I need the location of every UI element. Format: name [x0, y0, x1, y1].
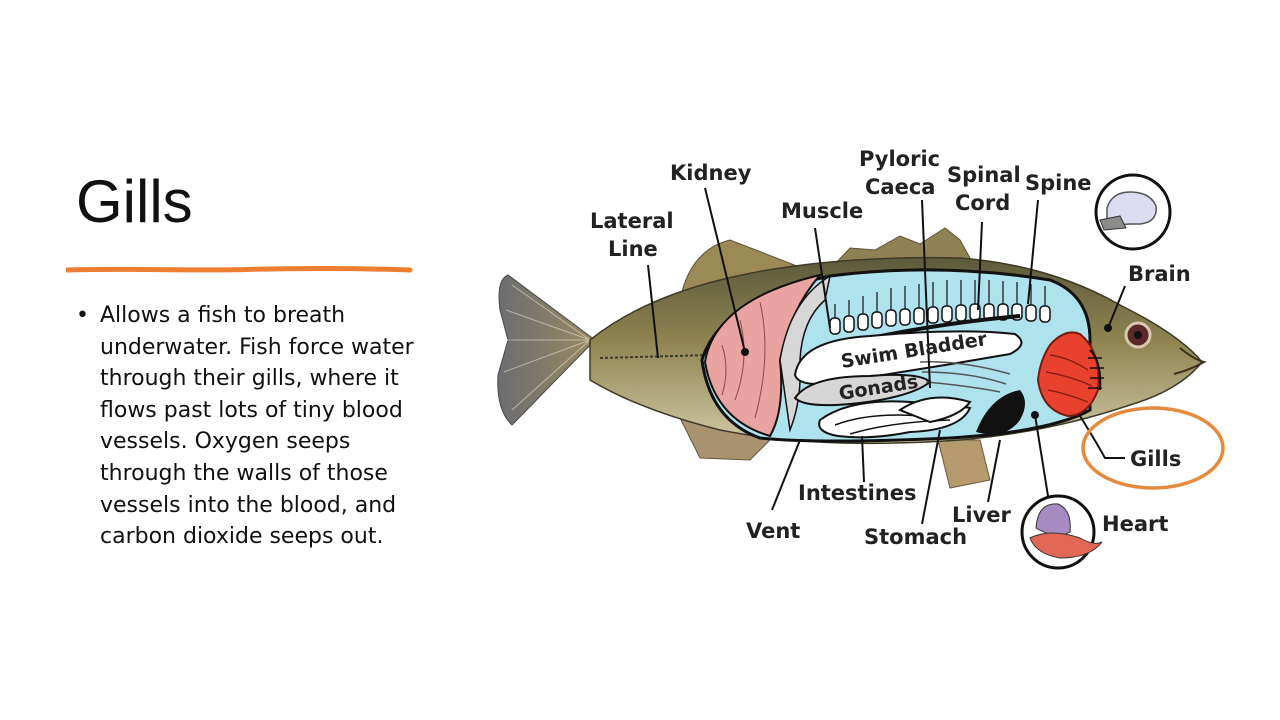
- label-lateral-line-2: Line: [608, 237, 658, 261]
- label-stomach: Stomach: [864, 525, 967, 549]
- label-intestines: Intestines: [798, 481, 916, 505]
- label-muscle: Muscle: [781, 199, 863, 223]
- tail-fin: [497, 274, 596, 426]
- pelvic-fin: [937, 439, 991, 489]
- label-pyloric-1: Pyloric: [859, 147, 940, 171]
- label-liver: Liver: [952, 503, 1012, 527]
- title-underline: [66, 266, 413, 273]
- gills-highlight-ellipse: [1081, 406, 1225, 490]
- liver: [976, 390, 1025, 435]
- bullet-list: • Allows a fish to breath underwater. Fi…: [76, 300, 426, 553]
- label-spinal-cord-1: Spinal: [947, 163, 1021, 187]
- label-pyloric-2: Caeca: [865, 175, 935, 199]
- fish-anatomy-diagram: Kidney Lateral Line Muscle Pyloric Caeca…: [497, 147, 1225, 570]
- label-brain: Brain: [1128, 262, 1191, 286]
- bullet-text: Allows a fish to breath underwater. Fish…: [100, 303, 414, 550]
- label-kidney: Kidney: [670, 161, 752, 185]
- label-spinal-cord-2: Cord: [955, 191, 1010, 215]
- mouth: [1173, 347, 1207, 375]
- label-vent: Vent: [746, 519, 800, 543]
- label-gills: Gills: [1130, 447, 1181, 471]
- label-lateral-line-1: Lateral: [590, 209, 674, 233]
- label-heart: Heart: [1102, 512, 1168, 536]
- slide-title: Gills: [76, 168, 193, 235]
- bullet-item: • Allows a fish to breath underwater. Fi…: [76, 300, 426, 553]
- stomach: [897, 396, 972, 424]
- bullet-marker: •: [76, 303, 89, 328]
- lateral-line: [599, 354, 711, 359]
- label-spine: Spine: [1025, 171, 1092, 195]
- gills-organ: [1036, 331, 1100, 418]
